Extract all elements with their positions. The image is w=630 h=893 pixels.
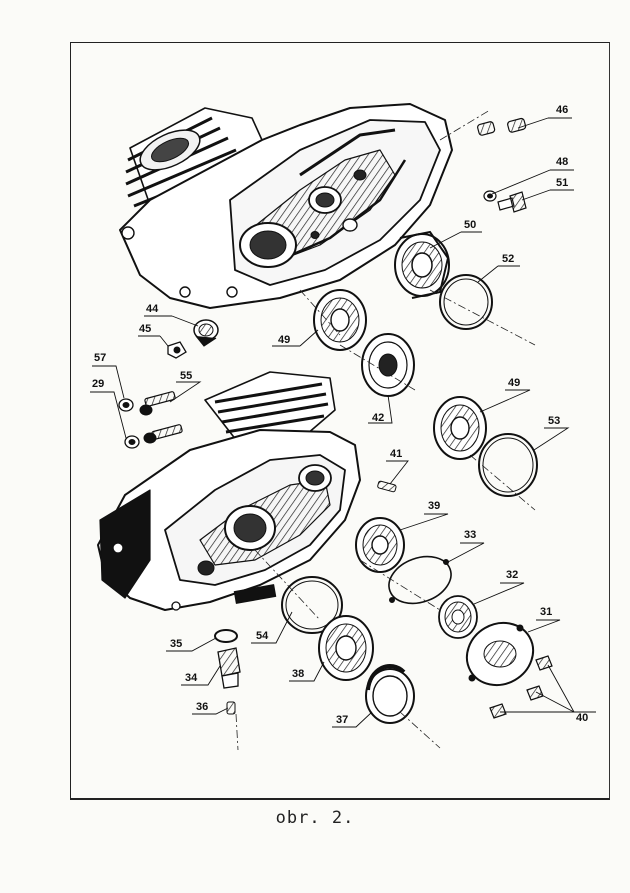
bearing-38	[318, 615, 374, 681]
callout-31: 31	[540, 606, 553, 618]
nuts-57-29	[118, 398, 157, 449]
lower-crankcase-half	[97, 371, 361, 611]
callout-49-lower: 49	[508, 377, 521, 389]
screw-36	[226, 701, 236, 715]
bearing-50	[394, 230, 450, 299]
callout-34: 34	[185, 672, 198, 684]
bearing-42	[361, 333, 415, 397]
callout-37: 37	[336, 714, 349, 726]
callout-38: 38	[292, 668, 305, 680]
callout-36: 36	[196, 701, 209, 713]
screws-40	[489, 655, 553, 719]
callout-44: 44	[146, 303, 159, 315]
callout-39: 39	[428, 500, 441, 512]
figure-caption: obr. 2.	[275, 808, 355, 828]
callout-57: 57	[94, 352, 107, 364]
callout-52: 52	[502, 253, 515, 265]
ring-54	[281, 576, 343, 634]
lower-cylinder-fins	[204, 371, 336, 446]
callout-41: 41	[390, 448, 403, 460]
callout-42: 42	[372, 412, 385, 424]
callout-45: 45	[139, 323, 152, 335]
callout-51: 51	[556, 177, 569, 189]
upper-crankcase-half	[119, 103, 453, 309]
assembly-axes	[235, 109, 536, 751]
callout-48: 48	[556, 156, 569, 168]
callout-33: 33	[464, 529, 477, 541]
bearing-49-lower	[433, 396, 487, 460]
callout-35: 35	[170, 638, 183, 650]
part-46-sleeves	[477, 117, 527, 136]
bearing-49-upper	[313, 289, 367, 351]
callout-46: 46	[556, 104, 569, 116]
washer-35	[214, 629, 238, 643]
ring-53	[478, 433, 538, 497]
bearing-32	[438, 595, 478, 639]
part-45-nut	[167, 341, 187, 359]
bearing-39	[355, 517, 405, 573]
upper-cylinder-fins	[125, 107, 263, 218]
seal-37	[365, 664, 415, 724]
callout-49-upper: 49	[278, 334, 291, 346]
diagram-frame	[70, 42, 610, 800]
ring-52	[439, 274, 493, 330]
pin-41	[377, 480, 397, 493]
studs-55	[144, 391, 183, 440]
leader-lines	[90, 117, 596, 728]
callout-29: 29	[92, 378, 105, 390]
part-44-plug	[193, 319, 219, 347]
drain-34	[217, 647, 241, 689]
callout-53: 53	[548, 415, 561, 427]
callout-54: 54	[256, 630, 269, 642]
callout-40: 40	[576, 712, 589, 724]
part-48-washer	[483, 190, 497, 202]
cover-31	[465, 621, 535, 687]
callout-50: 50	[464, 219, 477, 231]
part-51-bolt	[497, 191, 527, 213]
callout-32: 32	[506, 569, 519, 581]
callout-55: 55	[180, 370, 193, 382]
